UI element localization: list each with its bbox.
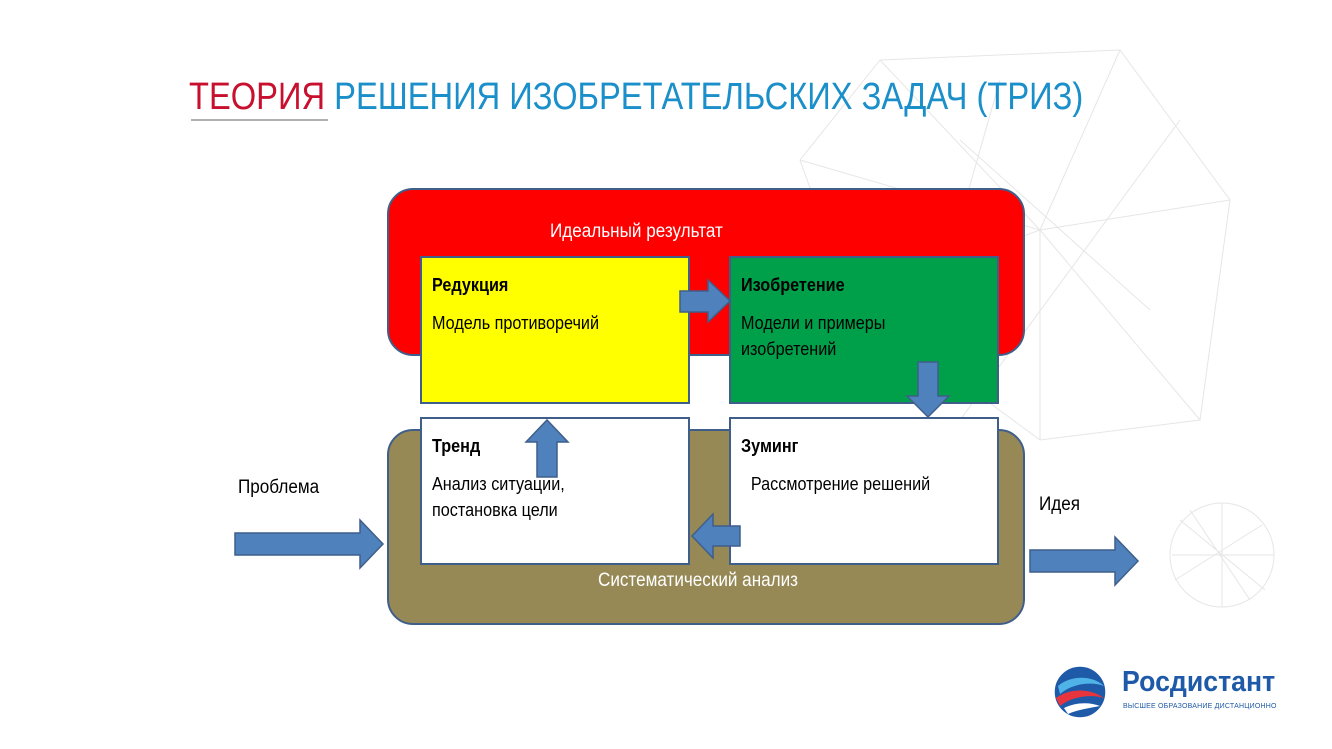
logo-tagline: ВЫСШЕЕ ОБРАЗОВАНИЕ ДИСТАНЦИОННО bbox=[1123, 703, 1277, 710]
zoom-box: Зуминг Рассмотрение решений bbox=[729, 417, 999, 565]
invention-text: Модели и примеры изобретений bbox=[741, 313, 886, 359]
page-title: ТЕОРИЯ РЕШЕНИЯ ИЗОБРЕТАТЕЛЬСКИХ ЗАДАЧ (Т… bbox=[189, 76, 1083, 119]
ideal-result-label: Идеальный результат bbox=[550, 221, 723, 242]
trend-box: Тренд Анализ ситуации, постановка цели bbox=[420, 417, 690, 565]
invention-box: Изобретение Модели и примеры изобретений bbox=[729, 256, 999, 404]
logo-name: Росдистант bbox=[1122, 666, 1276, 698]
zoom-title: Зуминг bbox=[741, 436, 799, 456]
reduction-title: Редукция bbox=[432, 275, 509, 295]
page-title-main: РЕШЕНИЯ ИЗОБРЕТАТЕЛЬСКИХ ЗАДАЧ (ТРИЗ) bbox=[334, 76, 1084, 118]
rosdistant-globe-icon bbox=[1053, 665, 1107, 719]
title-underline bbox=[191, 119, 328, 121]
zoom-text: Рассмотрение решений bbox=[750, 474, 931, 494]
idea-label: Идея bbox=[1039, 494, 1081, 515]
trend-text: Анализ ситуации, постановка цели bbox=[432, 474, 565, 520]
invention-title: Изобретение bbox=[741, 275, 845, 295]
trend-title: Тренд bbox=[432, 436, 481, 456]
rosdistant-logo: Росдистант ВЫСШЕЕ ОБРАЗОВАНИЕ ДИСТАНЦИОН… bbox=[1050, 662, 1290, 722]
reduction-box: Редукция Модель противоречий bbox=[420, 256, 690, 404]
problem-label: Проблема bbox=[238, 477, 320, 498]
reduction-text: Модель противоречий bbox=[432, 313, 600, 333]
systematic-analysis-label: Систематический анализ bbox=[598, 570, 799, 591]
page-title-accent: ТЕОРИЯ bbox=[189, 76, 326, 118]
